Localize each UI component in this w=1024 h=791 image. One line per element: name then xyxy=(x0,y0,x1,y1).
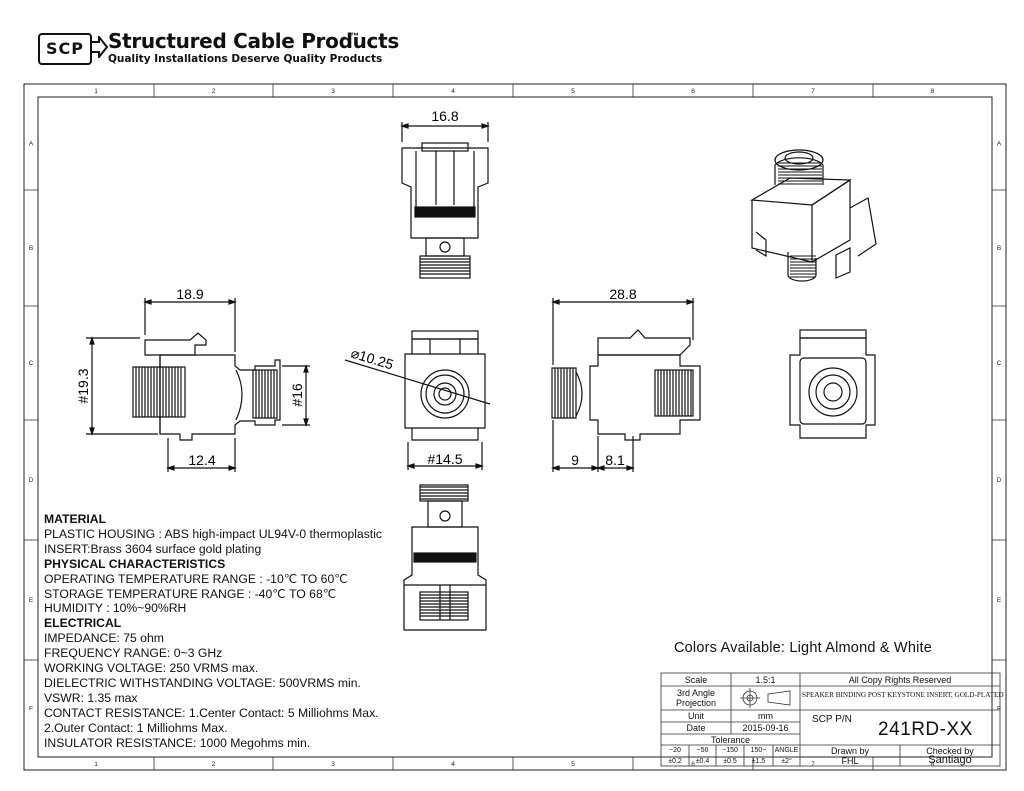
grid-column-label: 7 xyxy=(811,761,815,768)
grid-row-label: A xyxy=(997,141,1002,148)
tolerance-range: ~50 xyxy=(696,747,709,754)
dim-side-thread: 12.4 xyxy=(188,452,215,468)
material-heading: MATERIAL xyxy=(44,512,107,526)
grid-column-label: 1 xyxy=(94,761,98,768)
grid-column-label: 5 xyxy=(571,88,575,95)
front-view xyxy=(344,330,491,470)
grid-column-label: 3 xyxy=(331,88,335,95)
part-description: SPEAKER BINDING POST KEYSTONE INSERT, GO… xyxy=(802,691,1004,699)
tolerance-range: ~150 xyxy=(722,747,738,754)
dim-right-thread-b: 8.1 xyxy=(605,452,625,468)
spec-list: MATERIAL PLASTIC HOUSING : ABS high-impa… xyxy=(44,512,424,751)
tolerance-label: Tolerance xyxy=(710,735,751,745)
part-number-label: SCP P/N xyxy=(812,714,852,725)
physical-heading: PHYSICAL CHARACTERISTICS xyxy=(44,556,226,571)
brand-name: Structured Cable Products xyxy=(108,29,399,53)
side-view-left xyxy=(86,298,310,472)
projection-label-2: Projection xyxy=(675,698,717,708)
checked-by-label: Checked by xyxy=(926,746,974,756)
title-block-lines xyxy=(660,672,1001,767)
grid-column-label: 6 xyxy=(691,761,695,768)
logo-arrow-icon xyxy=(90,36,108,58)
dim-top-width: 16.8 xyxy=(431,108,458,124)
dim-side-length: 18.9 xyxy=(176,286,203,302)
dim-side-diameter: #16 xyxy=(289,383,305,407)
spec-humidity: HUMIDITY : 10%~90%RH xyxy=(44,601,187,616)
grid-row-label: E xyxy=(29,597,34,604)
checked-by-value: Santiago xyxy=(928,754,972,766)
spec-vswr: VSWR: 1.35 max xyxy=(44,690,138,705)
side-view-right xyxy=(551,298,701,472)
spec-housing: PLASTIC HOUSING : ABS high-impact UL94V-… xyxy=(44,526,382,541)
trademark: ™ xyxy=(350,31,359,41)
grid-row-label: D xyxy=(997,477,1002,484)
brand-tagline: Quality Installations Deserve Quality Pr… xyxy=(108,53,383,65)
grid-row-label: B xyxy=(997,245,1001,252)
date-label: Date xyxy=(686,723,706,733)
scale-value: 1.5:1 xyxy=(755,675,776,685)
grid-column-label: 1 xyxy=(94,88,98,95)
spec-contact-1: CONTACT RESISTANCE: 1.Center Contact: 5 … xyxy=(44,705,379,720)
grid-row-label: D xyxy=(29,477,34,484)
electrical-heading: ELECTRICAL xyxy=(44,616,122,631)
grid-column-label: 3 xyxy=(331,761,335,768)
dim-side-height: #19.3 xyxy=(75,368,91,403)
tolerance-value: ±0.2 xyxy=(668,758,682,765)
tolerance-value: ±2° xyxy=(781,758,792,765)
tolerance-range: ~20 xyxy=(669,747,681,754)
dim-right-thread-a: 9 xyxy=(571,452,579,468)
spec-frequency: FREQUENCY RANGE: 0~3 GHz xyxy=(44,646,223,661)
drawn-by-label: Drawn by xyxy=(830,746,869,756)
grid-column-label: 7 xyxy=(811,88,815,95)
dim-front-width: #14.5 xyxy=(427,451,462,467)
grid-column-label: 4 xyxy=(451,761,455,768)
tolerance-range: 150~ xyxy=(750,747,767,754)
grid-column-label: 5 xyxy=(571,761,575,768)
part-number: 241RD-XX xyxy=(878,719,973,740)
grid-column-label: 2 xyxy=(212,761,216,768)
projection-label-1: 3rd Angle xyxy=(676,688,716,698)
grid-row-label: C xyxy=(997,360,1002,367)
tolerance-value: ±0.5 xyxy=(723,758,737,765)
projection-label: 3rd Angle Projection xyxy=(661,688,731,708)
top-view xyxy=(400,122,490,279)
tolerance-value: ±0.4 xyxy=(695,758,710,765)
bottom-view xyxy=(403,484,487,631)
grid-row-label: F xyxy=(997,706,1001,713)
rights-text: All Copy Rights Reserved xyxy=(848,675,952,685)
scale-label: Scale xyxy=(684,675,708,685)
spec-insert: INSERT:Brass 3604 surface gold plating xyxy=(44,541,262,556)
tolerance-value: ±1.5 xyxy=(751,758,766,765)
spec-working-voltage: WORKING VOLTAGE: 250 VRMS max. xyxy=(44,661,259,676)
grid-row-label: B xyxy=(29,245,33,252)
spec-insulator: INSULATOR RESISTANCE: 1000 Megohms min. xyxy=(44,735,311,750)
spec-dielectric: DIELECTRIC WITHSTANDING VOLTAGE: 500VRMS… xyxy=(44,675,361,690)
spec-operating-temp: OPERATING TEMPERATURE RANGE : -10℃ TO 60… xyxy=(44,571,348,586)
tolerance-range: ANGLE xyxy=(774,747,799,754)
spec-impedance: IMPEDANCE: 75 ohm xyxy=(44,631,164,646)
grid-column-label: 4 xyxy=(451,88,455,95)
grid-column-label: 8 xyxy=(931,88,935,95)
grid-column-label: 8 xyxy=(931,761,935,768)
grid-row-label: E xyxy=(997,597,1002,604)
grid-row-label: F xyxy=(29,706,33,713)
date-value: 2015-09-16 xyxy=(742,723,789,733)
dim-right-length: 28.8 xyxy=(609,286,636,302)
drawn-by-value: FHL xyxy=(841,756,859,766)
grid-column-label: 2 xyxy=(212,88,216,95)
grid-row-label: A xyxy=(29,141,34,148)
grid-row-label: C xyxy=(29,360,34,367)
isometric-view xyxy=(750,149,877,282)
colors-available: Colors Available: Light Almond & White xyxy=(674,640,932,656)
front-view-right xyxy=(789,329,876,439)
unit-value: mm xyxy=(758,711,773,721)
grid-column-label: 6 xyxy=(691,88,695,95)
unit-label: Unit xyxy=(687,711,704,721)
spec-storage-temp: STORAGE TEMPERATURE RANGE : -40℃ TO 68℃ xyxy=(44,586,337,601)
spec-contact-2: 2.Outer Contact: 1 Milliohms Max. xyxy=(44,720,228,735)
